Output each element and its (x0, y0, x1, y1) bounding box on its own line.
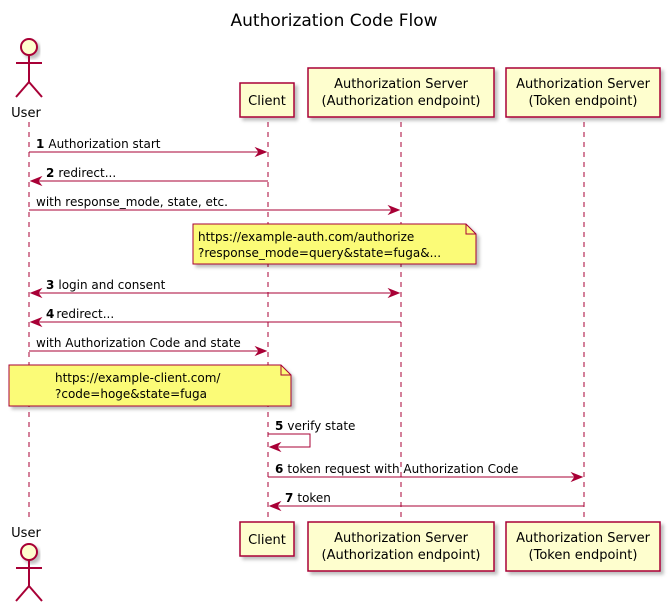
message-7-number: 7 (285, 491, 293, 505)
arrowhead-icon (570, 471, 584, 483)
participant-client-label: Client (248, 94, 286, 109)
participant-token-line1-bottom: Authorization Server (516, 531, 650, 546)
participant-token-endpoint-bottom: Authorization Server (Token endpoint) (505, 521, 661, 572)
participant-authz-line1-bottom: Authorization Server (334, 531, 468, 546)
message-5-text: verify state (287, 419, 355, 433)
participant-authorization-endpoint-bottom: Authorization Server (Authorization endp… (307, 521, 495, 572)
note-client-redirect-url: https://example-client.com/ ?code=hoge&s… (8, 364, 292, 407)
participants-bottom: User Client Authorization Server (Author… (11, 521, 661, 602)
message-6-text: token request with Authorization Code (287, 462, 518, 476)
message-7-label: 7 token (285, 491, 331, 505)
participant-authz-line2: (Authorization endpoint) (322, 94, 481, 109)
message-continue-2-label: with Authorization Code and state (36, 336, 241, 350)
note-authorize-url: https://example-auth.com/authorize ?resp… (192, 223, 477, 265)
message-6-number: 6 (275, 462, 283, 476)
message-2-text: redirect... (58, 166, 116, 180)
participant-token-line2: (Token endpoint) (529, 94, 638, 109)
user-actor-top: User (11, 38, 43, 121)
diagram-title: Authorization Code Flow (231, 11, 438, 31)
message-2-label: 2 redirect... (46, 166, 116, 180)
participant-token-line2-bottom: (Token endpoint) (529, 548, 638, 563)
arrowhead-icon (254, 345, 268, 357)
message-1-label: 1 Authorization start (36, 137, 161, 151)
stick-figure-icon (15, 543, 43, 602)
participant-token-line1: Authorization Server (516, 77, 650, 92)
participants-top: User Client Authorization Server (Author… (11, 38, 661, 121)
arrowhead-icon (29, 316, 43, 328)
message-continue-1-label: with response_mode, state, etc. (36, 195, 228, 209)
message-arrows (29, 146, 584, 512)
message-3-label: 3 login and consent (46, 278, 166, 292)
arrowhead-icon (268, 441, 282, 453)
participant-client-top: Client (239, 82, 295, 118)
note-authorize-line2: ?response_mode=query&state=fuga&... (198, 246, 441, 260)
message-2-number: 2 (46, 166, 54, 180)
message-6-label: 6 token request with Authorization Code (275, 462, 518, 476)
message-5-line (268, 433, 311, 448)
arrowhead-icon (268, 500, 282, 512)
message-7-text: token (297, 491, 331, 505)
message-4-number: 4 (46, 307, 54, 321)
message-3-number: 3 (46, 278, 54, 292)
message-4-text: redirect... (56, 307, 114, 321)
participant-authz-line2-bottom: (Authorization endpoint) (322, 548, 481, 563)
message-1-number: 1 (36, 137, 44, 151)
note-client-line2: ?code=hoge&state=fuga (55, 387, 207, 401)
arrowhead-icon (387, 204, 401, 216)
participant-user-label-bottom: User (11, 526, 41, 541)
participant-token-endpoint-top: Authorization Server (Token endpoint) (505, 67, 661, 118)
arrowhead-icon (387, 287, 401, 299)
user-actor-bottom: User (11, 526, 43, 602)
message-1-text: Authorization start (48, 137, 160, 151)
message-3-text: login and consent (58, 278, 165, 292)
arrowhead-icon (29, 175, 43, 187)
note-authorize-line1: https://example-auth.com/authorize (198, 230, 414, 244)
arrowhead-icon (29, 287, 43, 299)
message-5-number: 5 (275, 419, 283, 433)
participant-authorization-endpoint-top: Authorization Server (Authorization endp… (307, 67, 495, 118)
note-client-line1: https://example-client.com/ (55, 371, 221, 385)
stick-figure-icon (15, 38, 43, 98)
arrowhead-icon (254, 146, 268, 158)
participant-user-label: User (11, 106, 41, 121)
message-5-label: 5 verify state (275, 419, 355, 433)
participant-authz-line1: Authorization Server (334, 77, 468, 92)
participant-client-bottom: Client (239, 521, 295, 557)
participant-client-label-bottom: Client (248, 533, 286, 548)
message-labels: 1 Authorization start 2 redirect... with r… (36, 137, 518, 505)
